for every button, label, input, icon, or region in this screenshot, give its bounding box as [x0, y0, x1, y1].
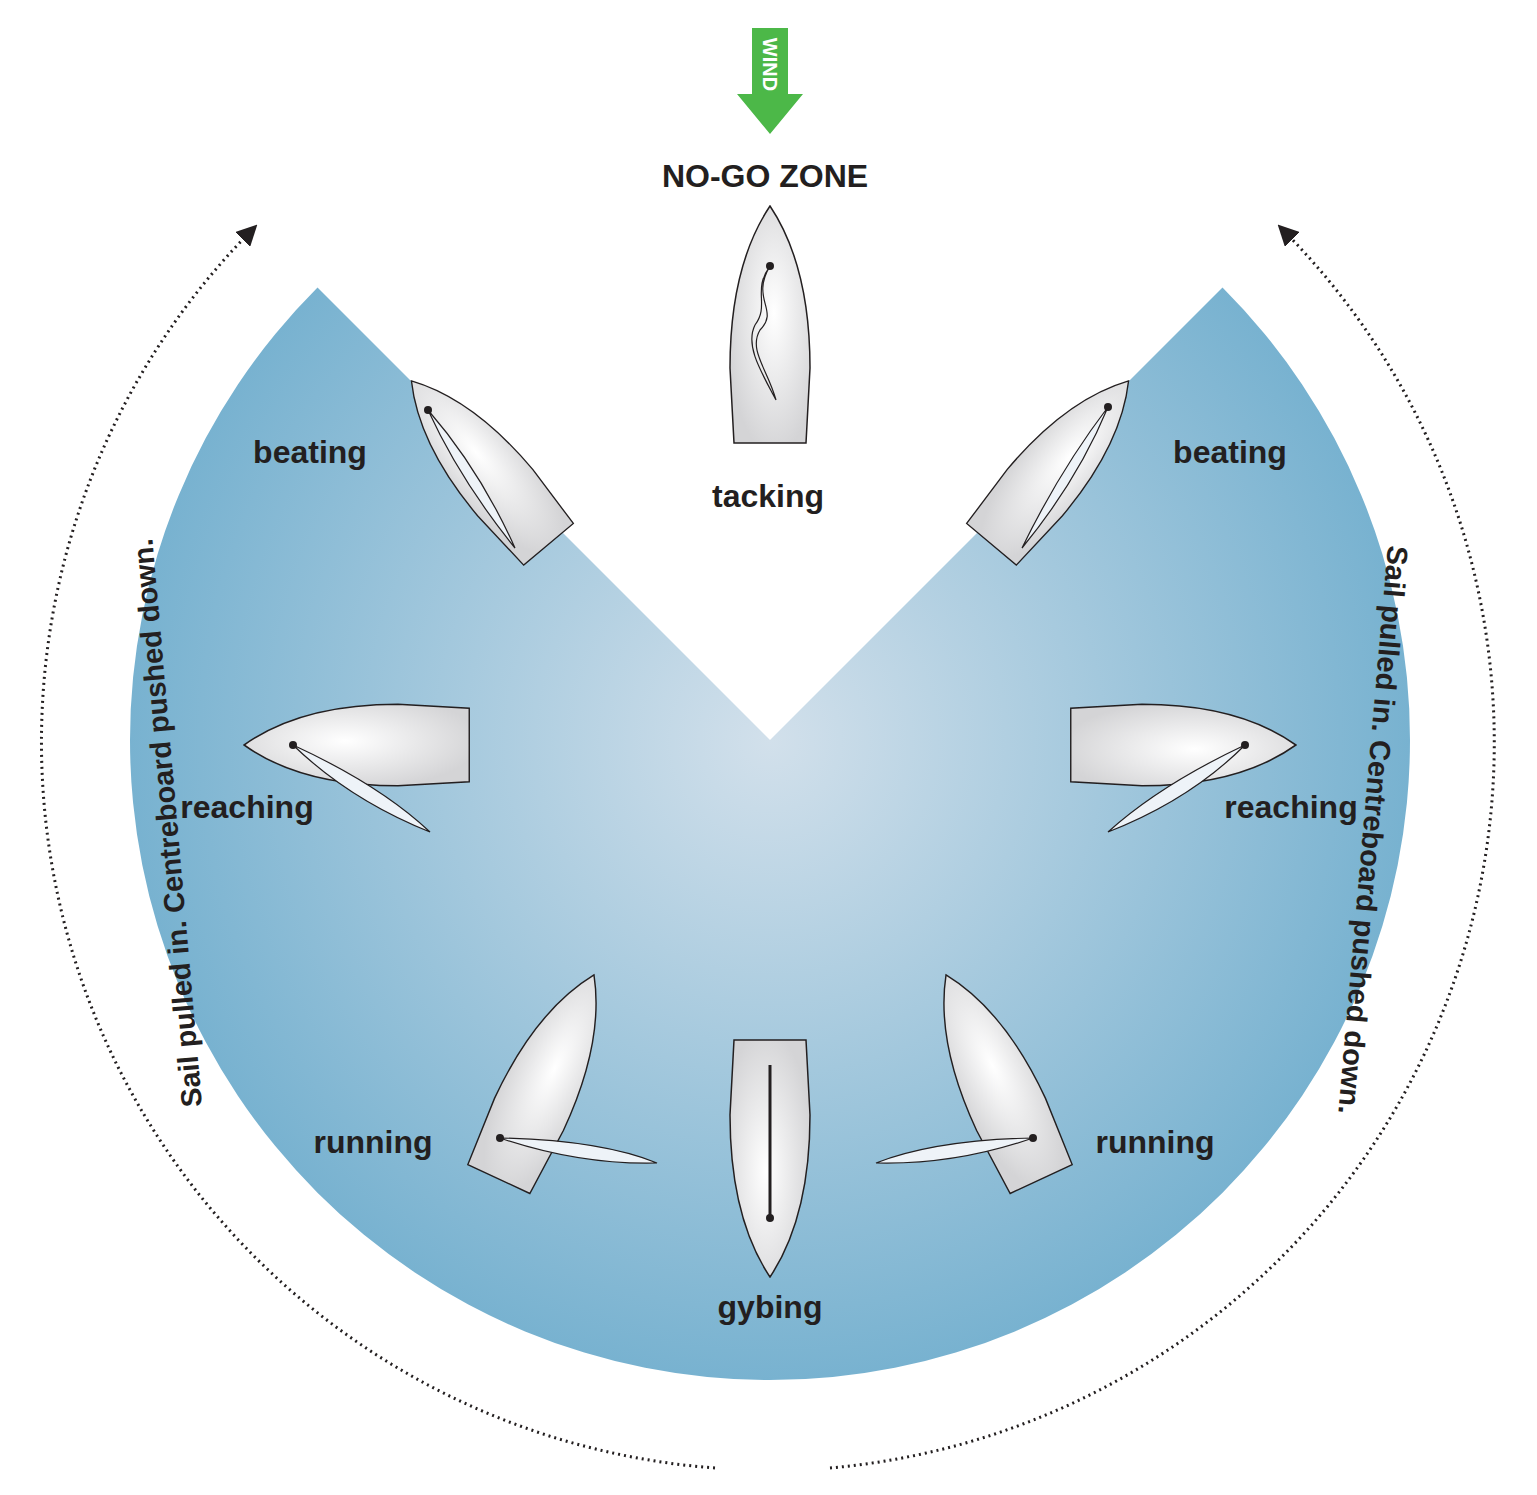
boat-hull: [384, 358, 576, 568]
mast: [424, 406, 432, 414]
sailing-zone: [130, 288, 1410, 1381]
point-of-sail: beating: [1173, 435, 1287, 470]
mast: [289, 741, 297, 749]
boat-hull: [730, 1040, 810, 1277]
sail: [769, 1065, 772, 1218]
zone-title: NO-GO ZONE: [662, 159, 868, 194]
mast: [1029, 1134, 1037, 1142]
mast: [1104, 403, 1112, 411]
dotted-arc: [41, 232, 715, 1468]
point-of-sail: tacking: [712, 479, 824, 514]
mast: [1241, 741, 1249, 749]
boat-hull: [730, 206, 810, 443]
sail: [876, 1138, 1033, 1163]
wind-label: WIND: [758, 37, 781, 90]
sail: [1022, 407, 1108, 548]
boat-hull: [1071, 704, 1296, 786]
point-of-sail: beating: [253, 435, 367, 470]
dotted-arc: [830, 232, 1494, 1468]
mast: [766, 262, 774, 270]
point-of-sail: running: [1095, 1125, 1214, 1160]
mast: [766, 1214, 774, 1222]
sail: [428, 410, 515, 548]
sail: [752, 266, 776, 400]
point-of-sail: reaching: [1224, 790, 1357, 825]
boat-hull: [964, 358, 1156, 568]
point-of-sail: gybing: [718, 1290, 823, 1325]
sail: [500, 1138, 657, 1163]
mast: [496, 1134, 504, 1142]
point-of-sail: running: [313, 1125, 432, 1160]
wind-arrow: WIND: [737, 28, 803, 134]
boat-hull: [244, 704, 469, 786]
point-of-sail: reaching: [180, 790, 313, 825]
